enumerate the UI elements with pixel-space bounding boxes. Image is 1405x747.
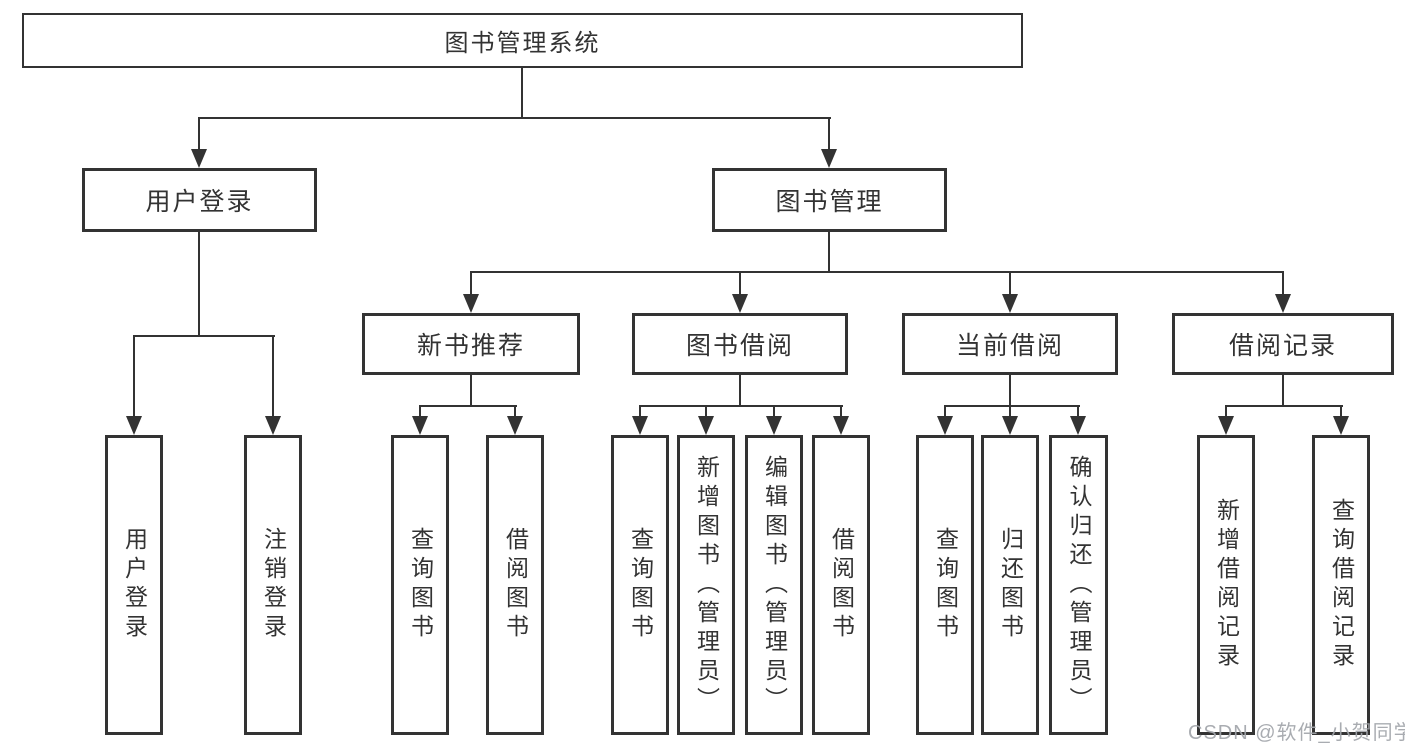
arrow-down-icon [833, 416, 849, 435]
arrow-down-icon [1002, 416, 1018, 435]
arrow-down-icon [632, 416, 648, 435]
leaf-borrow-book-label: 借阅图书 [828, 527, 855, 643]
arrow-down-icon [265, 416, 281, 435]
leaf-confirm-return-admin: 确认归还（管理员） [1049, 435, 1108, 735]
connector-line [1009, 271, 1011, 295]
leaf-add-borrow-record: 新增借阅记录 [1197, 435, 1255, 735]
connector-line [1077, 405, 1079, 417]
connector-line [133, 335, 275, 337]
arrow-down-icon [463, 294, 479, 313]
csdn-watermark: CSDN @软件_小贺同学 [1188, 722, 1405, 744]
node-borrow-records: 借阅记录 [1172, 313, 1394, 375]
connector-line [840, 405, 842, 417]
leaf-user-login-label: 用户登录 [121, 527, 148, 643]
arrow-down-icon [191, 149, 207, 168]
node-new-book-recommend: 新书推荐 [362, 313, 580, 375]
node-new-book-recommend-label: 新书推荐 [416, 332, 525, 360]
arrow-down-icon [732, 294, 748, 313]
leaf-borrow-query-book: 查询图书 [611, 435, 669, 735]
arrow-down-icon [1275, 294, 1291, 313]
connector-line [198, 117, 200, 150]
arrow-down-icon [766, 416, 782, 435]
leaf-edit-book-admin-label: 编辑图书（管理员） [761, 454, 788, 716]
arrow-down-icon [1070, 416, 1086, 435]
node-user-login: 用户登录 [82, 168, 317, 232]
connector-line [739, 271, 741, 295]
connector-line [1009, 375, 1011, 407]
connector-line [272, 335, 274, 417]
leaf-user-login: 用户登录 [105, 435, 163, 735]
connector-line [1282, 375, 1284, 407]
leaf-borrow-query-book-label: 查询图书 [627, 527, 654, 643]
connector-line [198, 117, 831, 119]
connector-line [944, 405, 1080, 407]
connector-line [944, 405, 946, 417]
arrow-down-icon [412, 416, 428, 435]
leaf-query-borrow-record-label: 查询借阅记录 [1328, 498, 1355, 672]
connector-line [470, 375, 472, 407]
arrow-down-icon [1218, 416, 1234, 435]
connector-line [1225, 405, 1343, 407]
leaf-return-book-label: 归还图书 [997, 527, 1024, 643]
connector-line [419, 405, 517, 407]
leaf-recommend-query-book: 查询图书 [391, 435, 449, 735]
connector-line [198, 232, 200, 336]
arrow-down-icon [1333, 416, 1349, 435]
leaf-recommend-borrow-book-label: 借阅图书 [502, 527, 529, 643]
connector-line [470, 271, 472, 295]
leaf-add-book-admin-label: 新增图书（管理员） [693, 454, 720, 716]
connector-line [739, 375, 741, 407]
arrow-down-icon [126, 416, 142, 435]
leaf-borrow-book: 借阅图书 [812, 435, 870, 735]
connector-line [705, 405, 707, 417]
node-current-borrow: 当前借阅 [902, 313, 1118, 375]
connector-line [639, 405, 843, 407]
leaf-add-book-admin: 新增图书（管理员） [677, 435, 735, 735]
node-borrow-records-label: 借阅记录 [1228, 332, 1337, 360]
connector-line [470, 271, 1284, 273]
leaf-add-borrow-record-label: 新增借阅记录 [1213, 498, 1240, 672]
node-root: 图书管理系统 [22, 13, 1023, 68]
leaf-edit-book-admin: 编辑图书（管理员） [745, 435, 803, 735]
arrow-down-icon [698, 416, 714, 435]
leaf-recommend-query-book-label: 查询图书 [407, 527, 434, 643]
node-root-label: 图书管理系统 [444, 30, 601, 57]
connector-line [1225, 405, 1227, 417]
connector-line [828, 117, 830, 150]
node-user-login-label: 用户登录 [145, 188, 254, 216]
leaf-return-book: 归还图书 [981, 435, 1039, 735]
node-book-management: 图书管理 [712, 168, 947, 232]
connector-line [1282, 271, 1284, 295]
leaf-confirm-return-admin-label: 确认归还（管理员） [1066, 454, 1092, 716]
arrow-down-icon [937, 416, 953, 435]
leaf-query-borrow-record: 查询借阅记录 [1312, 435, 1370, 735]
connector-line [1009, 405, 1011, 417]
leaf-logout-label: 注销登录 [260, 527, 287, 643]
node-book-management-label: 图书管理 [775, 188, 884, 216]
connector-line [828, 232, 830, 273]
leaf-logout: 注销登录 [244, 435, 302, 735]
connector-line [1340, 405, 1342, 417]
leaf-current-query-book: 查询图书 [916, 435, 974, 735]
connector-line [521, 68, 523, 118]
leaf-current-query-book-label: 查询图书 [932, 527, 959, 643]
connector-line [639, 405, 641, 417]
connector-line [514, 405, 516, 417]
connector-line [133, 335, 135, 417]
node-book-borrow-label: 图书借阅 [685, 332, 794, 360]
arrow-down-icon [1002, 294, 1018, 313]
node-current-borrow-label: 当前借阅 [955, 332, 1064, 360]
node-book-borrow: 图书借阅 [632, 313, 848, 375]
connector-line [773, 405, 775, 417]
connector-line [419, 405, 421, 417]
leaf-recommend-borrow-book: 借阅图书 [486, 435, 544, 735]
arrow-down-icon [507, 416, 523, 435]
arrow-down-icon [821, 149, 837, 168]
